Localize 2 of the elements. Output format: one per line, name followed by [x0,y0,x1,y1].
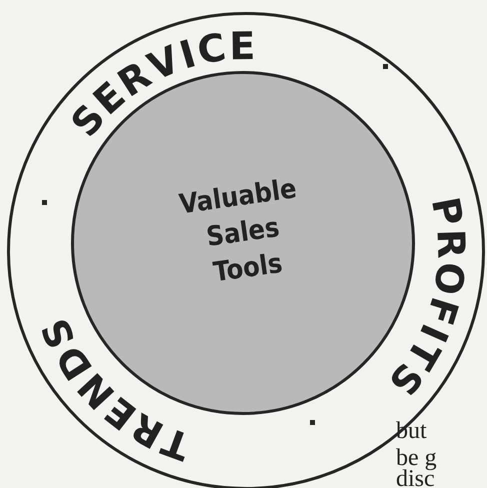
circle-text: Valuable Sales Tools [176,172,300,290]
outer-ring [7,12,485,488]
